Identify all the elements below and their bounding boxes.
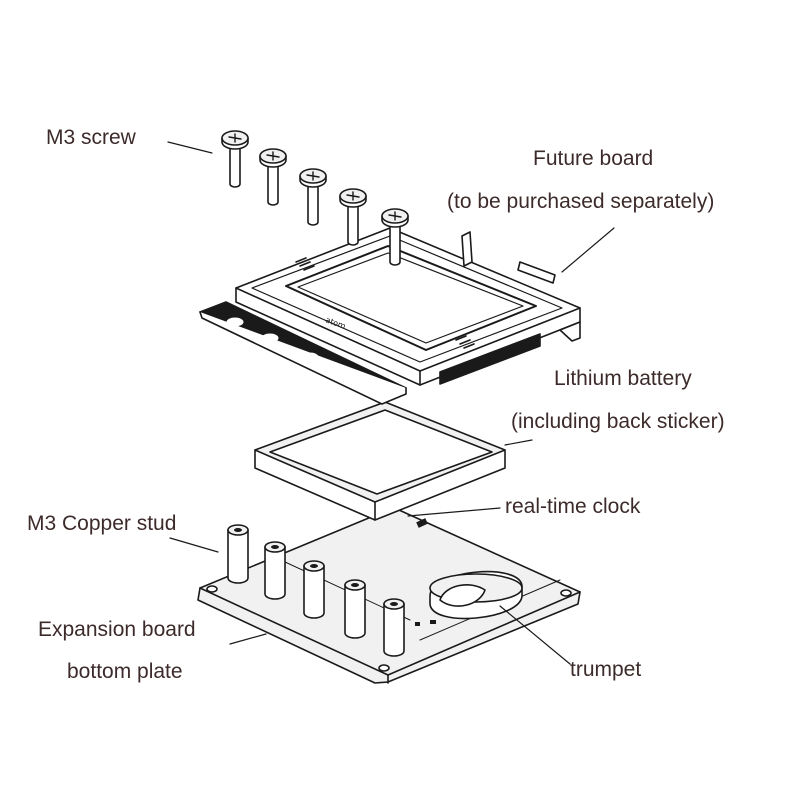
copper-stud bbox=[303, 560, 325, 619]
leader-line-rtc bbox=[407, 507, 501, 517]
copper-stud bbox=[344, 579, 366, 639]
leader-line-future-board bbox=[561, 227, 615, 273]
leader-line-stud bbox=[169, 537, 219, 553]
lithium-battery bbox=[254, 401, 506, 521]
label-future-board: Future board bbox=[533, 147, 654, 170]
m3-screw bbox=[221, 130, 249, 188]
label-lithium-battery-note: (including back sticker) bbox=[511, 410, 725, 433]
label-future-board-note: (to be purchased separately) bbox=[447, 190, 715, 213]
leader-line-expansion bbox=[229, 633, 267, 645]
label-trumpet: trumpet bbox=[570, 658, 642, 681]
label-lithium-battery: Lithium battery bbox=[554, 367, 692, 390]
label-m3-screw: M3 screw bbox=[46, 126, 136, 149]
future-board: atom bbox=[199, 227, 581, 405]
copper-stud bbox=[264, 541, 286, 600]
trumpet-speaker bbox=[429, 570, 523, 620]
m3-screw bbox=[381, 208, 409, 266]
label-expansion-board: Expansion board bbox=[38, 618, 196, 641]
label-real-time-clock: real-time clock bbox=[505, 495, 641, 518]
leader-line-battery bbox=[504, 439, 533, 446]
leader-lines bbox=[167, 141, 615, 665]
m3-screws bbox=[221, 130, 409, 266]
leader-line-screw bbox=[167, 141, 213, 154]
m3-screw bbox=[259, 148, 287, 206]
expansion-board-bottom-plate bbox=[197, 509, 581, 684]
copper-stud bbox=[383, 598, 405, 657]
copper-studs bbox=[227, 524, 405, 657]
copper-stud bbox=[227, 524, 249, 584]
label-bottom-plate: bottom plate bbox=[67, 660, 183, 683]
leader-line-trumpet bbox=[499, 605, 571, 665]
m3-screw bbox=[299, 168, 327, 226]
label-copper-stud: M3 Copper stud bbox=[27, 512, 177, 535]
m3-screw bbox=[339, 188, 367, 246]
